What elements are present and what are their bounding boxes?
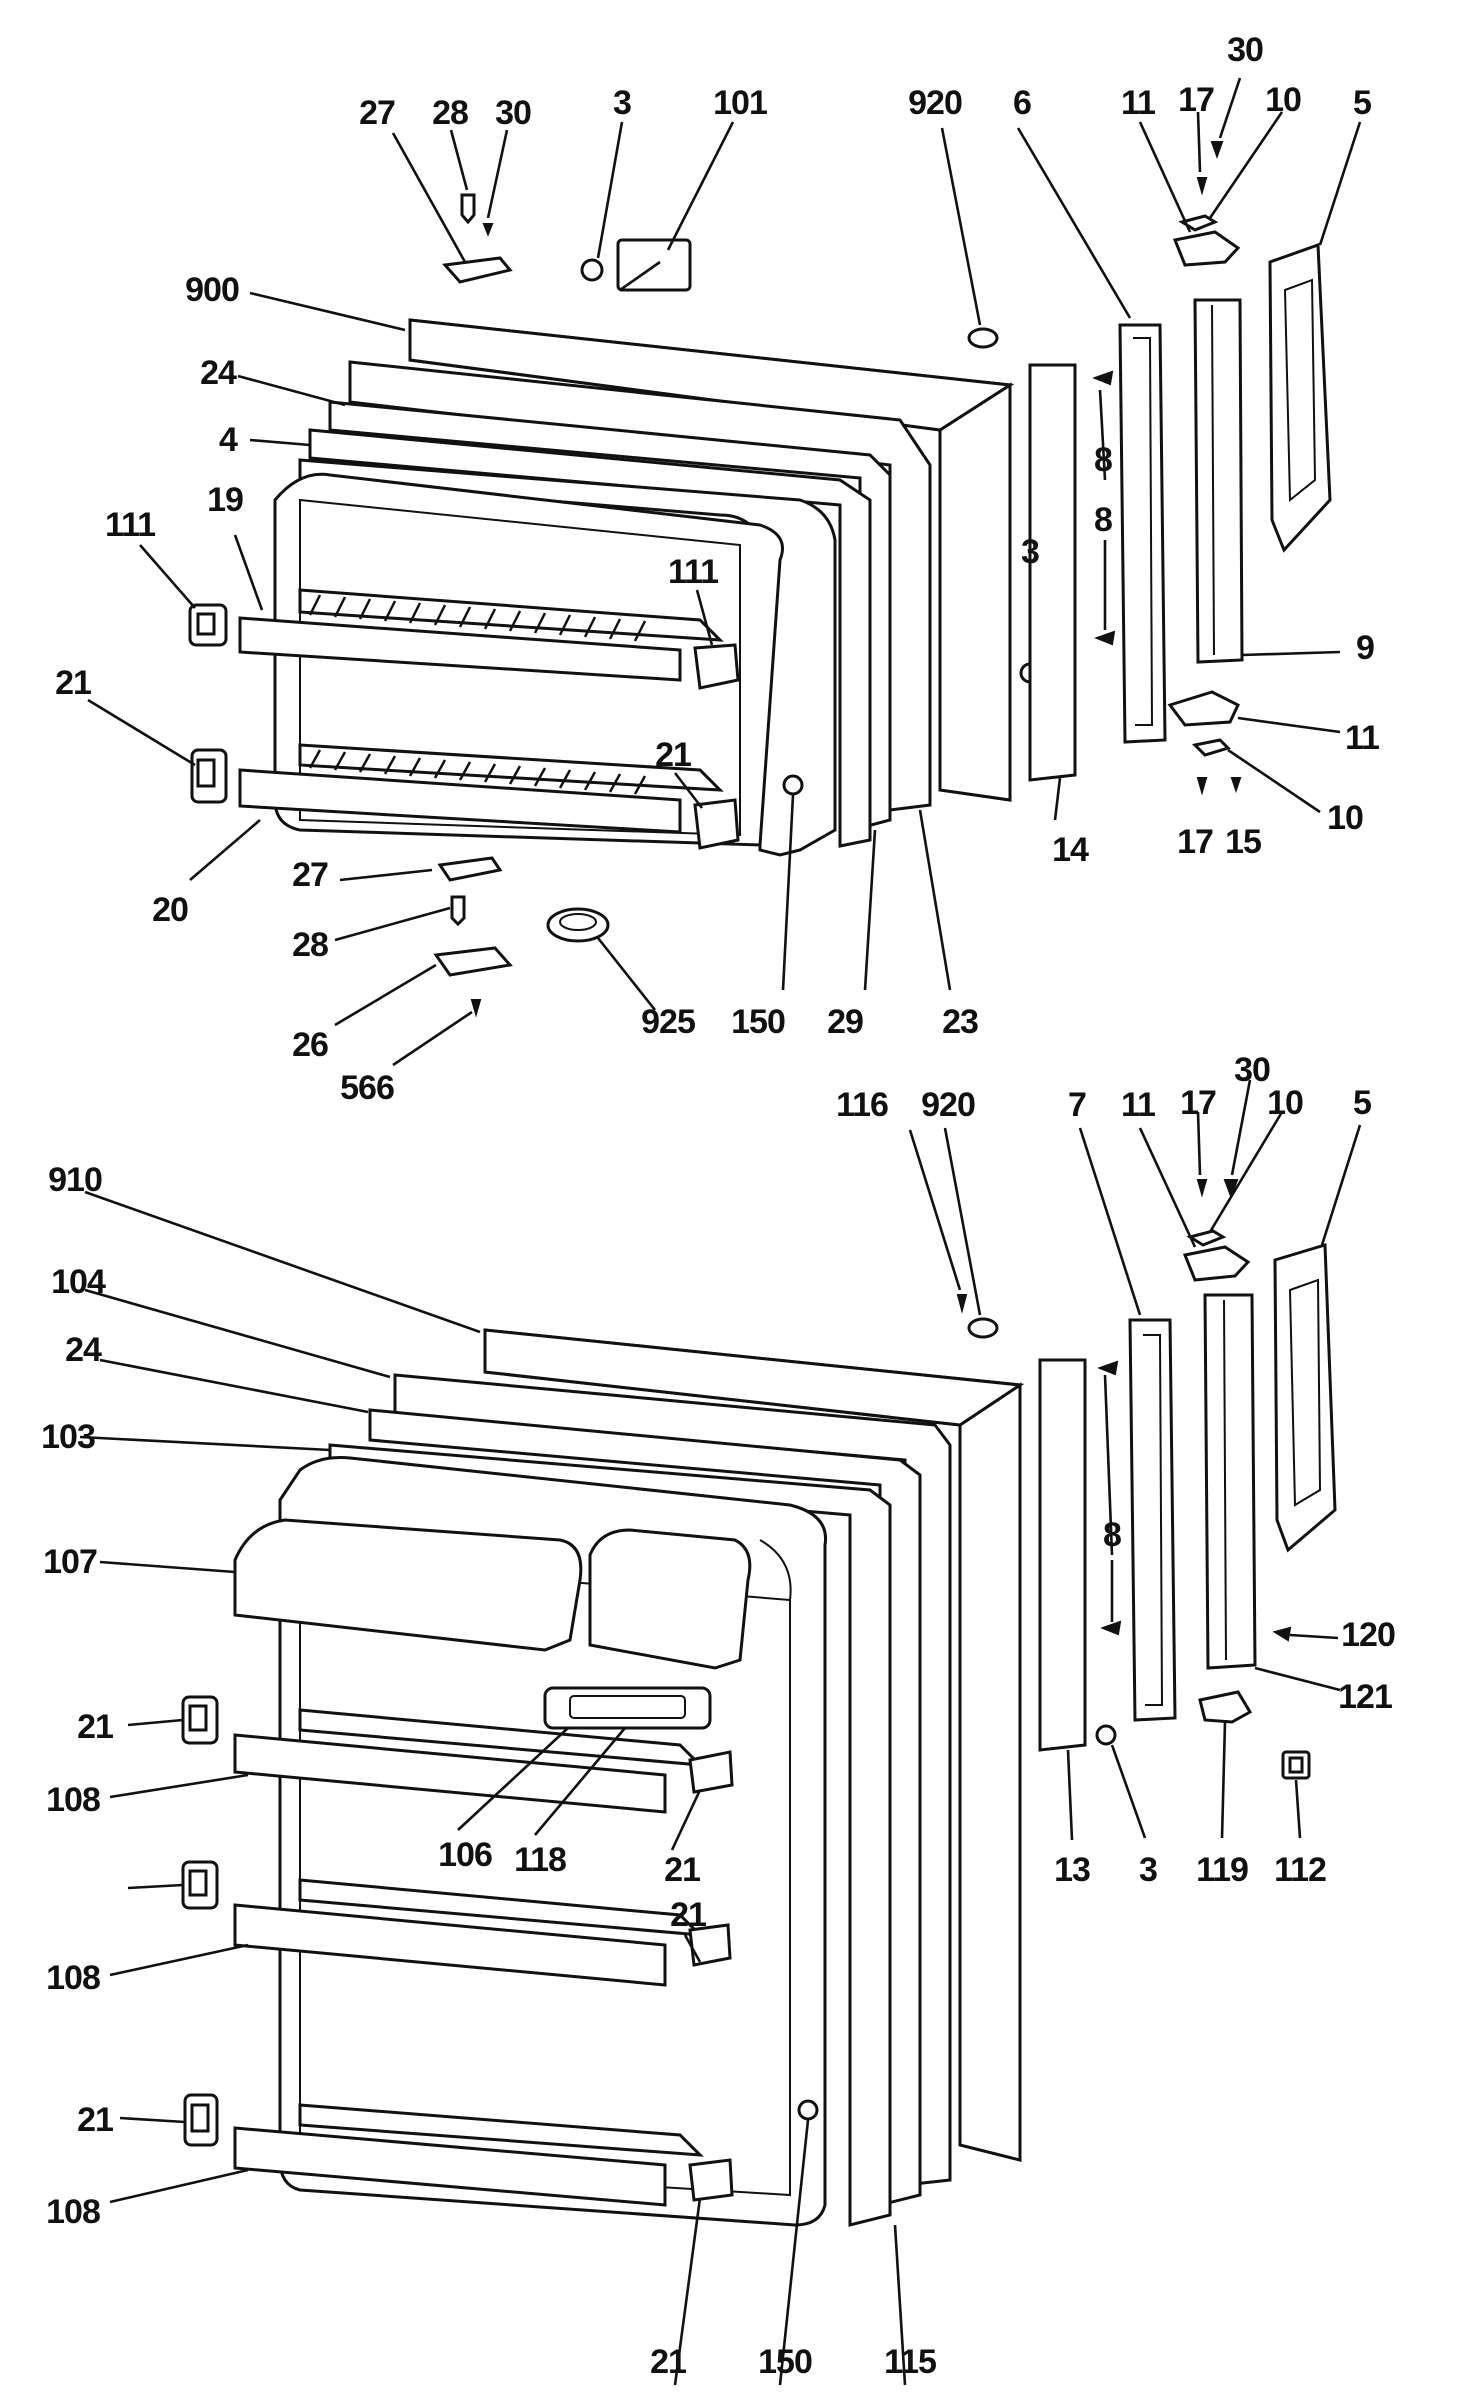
callout-14: 14 <box>1052 831 1089 869</box>
callout-28: 28 <box>432 94 469 132</box>
callout-30-ff: 30 <box>1234 1051 1271 1089</box>
callout-30-top: 30 <box>1227 31 1264 69</box>
callout-118: 118 <box>514 1841 567 1879</box>
callout-5-ff: 5 <box>1353 1084 1372 1122</box>
callout-21-ff-1: 21 <box>77 1708 114 1746</box>
callout-11-lower: 11 <box>1345 719 1380 757</box>
callout-28-lower: 28 <box>292 926 329 964</box>
fresh-food-bins <box>233 1518 752 1730</box>
callout-7: 7 <box>1068 1086 1087 1124</box>
callout-111-left: 111 <box>105 506 156 544</box>
fresh-food-leader-lines <box>79 1079 1362 2386</box>
callout-4: 4 <box>219 421 238 459</box>
callout-27: 27 <box>359 94 396 132</box>
callout-119: 119 <box>1196 1851 1249 1889</box>
callout-150-ff: 150 <box>758 2343 813 2381</box>
callout-10: 10 <box>1265 81 1302 119</box>
callout-10-ff: 10 <box>1267 1084 1304 1122</box>
callout-21-right: 21 <box>655 736 692 774</box>
freezer-outer-panel <box>408 318 1015 802</box>
callout-115: 115 <box>884 2343 937 2381</box>
callout-108-3: 108 <box>46 2193 101 2231</box>
callout-920-lower: 920 <box>921 1086 976 1124</box>
callout-24-ff: 24 <box>65 1331 102 1369</box>
callout-116: 116 <box>836 1086 889 1124</box>
callout-15: 15 <box>1225 823 1262 861</box>
freezer-small-parts <box>188 141 1332 1018</box>
callout-24: 24 <box>200 354 237 392</box>
callout-112: 112 <box>1274 1851 1327 1889</box>
callout-11-ff: 11 <box>1121 1086 1156 1124</box>
callout-150: 150 <box>731 1003 786 1041</box>
callout-920: 920 <box>908 84 963 122</box>
fresh-food-outer-panel <box>483 1328 1025 2162</box>
callout-17-lower: 17 <box>1177 823 1214 861</box>
callout-3-ff: 3 <box>1139 1851 1158 1889</box>
callout-17: 17 <box>1178 81 1215 119</box>
callout-21-ff-4: 21 <box>77 2101 114 2139</box>
callout-21-ff-3: 21 <box>670 1896 707 1934</box>
callout-8-upper: 8 <box>1094 441 1113 479</box>
callout-3: 3 <box>613 84 632 122</box>
callout-17-ff: 17 <box>1180 1084 1217 1122</box>
callout-30: 30 <box>495 94 532 132</box>
callout-29: 29 <box>827 1003 864 1041</box>
freezer-door-assembly <box>188 141 1332 1018</box>
callout-19: 19 <box>207 481 244 519</box>
callout-21-left: 21 <box>55 664 92 702</box>
callout-23: 23 <box>942 1003 979 1041</box>
freezer-leader-lines <box>87 77 1362 1067</box>
callout-9: 9 <box>1356 629 1375 667</box>
callout-104: 104 <box>51 1263 106 1301</box>
callout-566: 566 <box>340 1069 395 1107</box>
callout-108-1: 108 <box>46 1781 101 1819</box>
callout-21-ff-2: 21 <box>664 1851 701 1889</box>
callout-925: 925 <box>641 1003 696 1041</box>
callout-5: 5 <box>1353 84 1372 122</box>
callout-3-right: 3 <box>1021 533 1040 571</box>
callout-21-ff-5: 21 <box>650 2343 687 2381</box>
callout-27-lower: 27 <box>292 856 329 894</box>
callout-26: 26 <box>292 1026 329 1064</box>
callout-8-ff: 8 <box>1103 1516 1122 1554</box>
callout-13: 13 <box>1054 1851 1091 1889</box>
callout-11: 11 <box>1121 84 1156 122</box>
callout-111-right: 111 <box>668 553 719 591</box>
callout-108-2: 108 <box>46 1959 101 1997</box>
callout-103: 103 <box>41 1418 96 1456</box>
fresh-food-shelves <box>233 1708 704 2207</box>
callout-910: 910 <box>48 1161 103 1199</box>
callout-900: 900 <box>185 271 240 309</box>
fresh-food-door-assembly <box>181 1179 1337 2227</box>
callout-120: 120 <box>1341 1616 1396 1654</box>
callout-101: 101 <box>713 84 768 122</box>
callout-6: 6 <box>1013 84 1032 122</box>
callout-106: 106 <box>438 1836 493 1874</box>
callout-8-lower: 8 <box>1094 501 1113 539</box>
callout-121: 121 <box>1338 1678 1393 1716</box>
fresh-food-small-parts <box>181 1179 1337 2202</box>
callout-20: 20 <box>152 891 189 929</box>
freezer-gasket-frames <box>308 360 932 848</box>
freezer-shelves <box>238 588 724 834</box>
callout-10-lower: 10 <box>1327 799 1364 837</box>
callout-107: 107 <box>43 1543 98 1581</box>
